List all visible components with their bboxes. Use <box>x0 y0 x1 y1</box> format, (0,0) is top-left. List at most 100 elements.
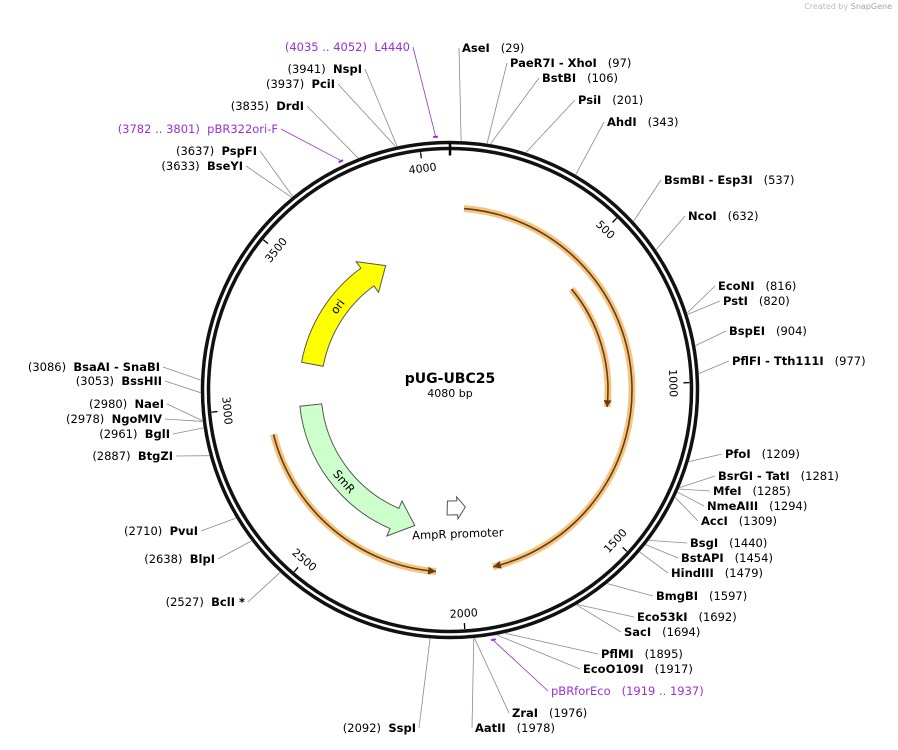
site-pcii: (3937) PciI <box>266 77 335 91</box>
site-coordinate: (3782 .. 3801) <box>118 122 207 136</box>
site-ncoi: NcoI (632) <box>688 209 759 223</box>
leader-bcli <box>247 572 281 603</box>
site-coordinate: (537) <box>753 173 795 187</box>
site-name: BmgBI <box>656 589 698 603</box>
leader-bsshii <box>164 380 201 394</box>
leader-psii <box>525 99 576 153</box>
site-coordinate: (3941) <box>287 62 333 76</box>
site-bsrgi-tati: BsrGI - TatI (1281) <box>718 469 839 483</box>
site-name: BsmBI - Esp3I <box>664 173 753 187</box>
leader-acci <box>674 497 699 522</box>
site-name: NspI <box>333 62 362 76</box>
site-coordinate: (1978) <box>506 721 555 735</box>
leader-naei <box>166 403 203 422</box>
site-l4440: (4035 .. 4052) L4440 <box>285 40 410 54</box>
leader-ahdi <box>575 121 605 175</box>
site-name: PaeR7I - XhoI <box>510 56 597 70</box>
site-labels: (4035 .. 4052) L4440 (3941) NspI(3937) Pc… <box>28 40 866 735</box>
leader-saci <box>576 604 622 633</box>
credit-prefix: Created by <box>804 2 849 11</box>
site-name: NaeI <box>135 397 164 411</box>
site-pbr322ori-f: (3782 .. 3801) pBR322ori-F <box>118 122 278 136</box>
site-aatii: AatII (1978) <box>475 721 555 735</box>
site-name: PflMI <box>601 647 634 661</box>
site-coordinate: (97) <box>597 56 632 70</box>
site-name: NmeAIII <box>707 499 758 513</box>
site-bcli: (2527) BclI * <box>166 595 245 609</box>
leader-psti <box>687 300 721 315</box>
leader-bstapi <box>645 544 679 559</box>
site-name: BstBI <box>542 71 576 85</box>
site-eco53ki: Eco53kI (1692) <box>637 610 737 624</box>
leader-ncoi <box>655 215 686 250</box>
leader-pbr322ori-f <box>280 128 341 161</box>
site-bsshii: (3053) BssHII <box>76 374 162 388</box>
site-saci: SacI (1694) <box>624 625 700 639</box>
site-name: Eco53kI <box>637 610 688 624</box>
ampr_promoter-label: AmpR promoter <box>412 525 504 542</box>
leader-bseyi <box>245 165 292 198</box>
site-name: BstAPI <box>681 551 724 565</box>
site-bsaai-snabi: (3086) BsaAI - SnaBI <box>28 360 160 374</box>
site-coordinate: (343) <box>637 115 679 129</box>
site-coordinate: (3637) <box>176 144 222 158</box>
tick-label-3500: 3500 <box>262 235 290 265</box>
site-name: EcoO109I <box>583 662 644 676</box>
site-naei: (2980) NaeI <box>89 397 164 411</box>
leader-bmgbi <box>607 583 654 597</box>
site-name: BseYI <box>207 159 243 173</box>
primer-mark-3 <box>491 638 496 642</box>
leader-zrai <box>474 638 510 714</box>
snapgene-credit: Created by SnapGene <box>804 2 892 11</box>
orf-line-2 <box>570 288 609 408</box>
site-coordinate: (2961) <box>99 427 145 441</box>
plasmid-name: pUG-UBC25 <box>405 371 496 387</box>
site-coordinate: (1694) <box>651 625 700 639</box>
site-name: PfoI <box>725 447 751 461</box>
site-name: BtgZI <box>138 449 173 463</box>
site-coordinate: (1285) <box>742 484 791 498</box>
site-coordinate: (1294) <box>758 499 807 513</box>
leader-pflfi-tth111i <box>698 360 730 374</box>
leader-nmeaiii <box>677 491 705 507</box>
site-pflmi: PflMI (1895) <box>601 647 683 661</box>
site-name: PvuI <box>170 524 198 538</box>
site-name: ZraI <box>512 706 538 720</box>
ampr_promoter-arrow <box>446 495 467 521</box>
site-blpi: (2638) BlpI <box>144 552 215 566</box>
site-name: BglI <box>145 427 170 441</box>
leader-paer7i-xhoi <box>486 62 508 144</box>
site-pspfi: (3637) PspFI <box>176 144 257 158</box>
primer-mark-2 <box>338 159 344 164</box>
site-psii: PsiI (201) <box>578 93 643 107</box>
site-coordinate: (1597) <box>698 589 747 603</box>
leader-bspei <box>695 330 727 347</box>
site-name: BclI * <box>211 595 245 609</box>
site-nmeaiii: NmeAIII (1294) <box>707 499 807 513</box>
site-name: AhdI <box>607 115 637 129</box>
orf-line-1 <box>463 207 633 568</box>
site-ahdi: AhdI (343) <box>607 115 679 129</box>
leader-drdi <box>306 105 359 159</box>
smr-arrow <box>299 403 416 537</box>
site-zrai: ZraI (1976) <box>512 706 587 720</box>
site-coordinate: (1479) <box>714 566 763 580</box>
site-coordinate: (1895) <box>634 647 683 661</box>
site-coordinate: (29) <box>490 41 525 55</box>
site-coordinate: (3835) <box>231 99 277 113</box>
leader-ecoo109i <box>496 634 581 670</box>
site-coordinate: (3937) <box>266 77 312 91</box>
site-coordinate: (2978) <box>66 412 112 426</box>
site-bspei: BspEI (904) <box>729 324 807 338</box>
site-pvui: (2710) PvuI <box>124 524 198 538</box>
site-coordinate: (3633) <box>161 159 207 173</box>
site-coordinate: (820) <box>748 294 790 308</box>
leader-ngomiv <box>164 418 203 422</box>
site-name: PspFI <box>222 144 257 158</box>
tick-label-1000: 1000 <box>666 369 680 397</box>
tick-label-3000: 3000 <box>219 396 235 425</box>
site-name: BssHII <box>121 374 162 388</box>
site-coordinate: (2638) <box>144 552 190 566</box>
site-hindiii: HindIII (1479) <box>671 566 763 580</box>
site-name: PflFI - Tth111I <box>732 354 824 368</box>
